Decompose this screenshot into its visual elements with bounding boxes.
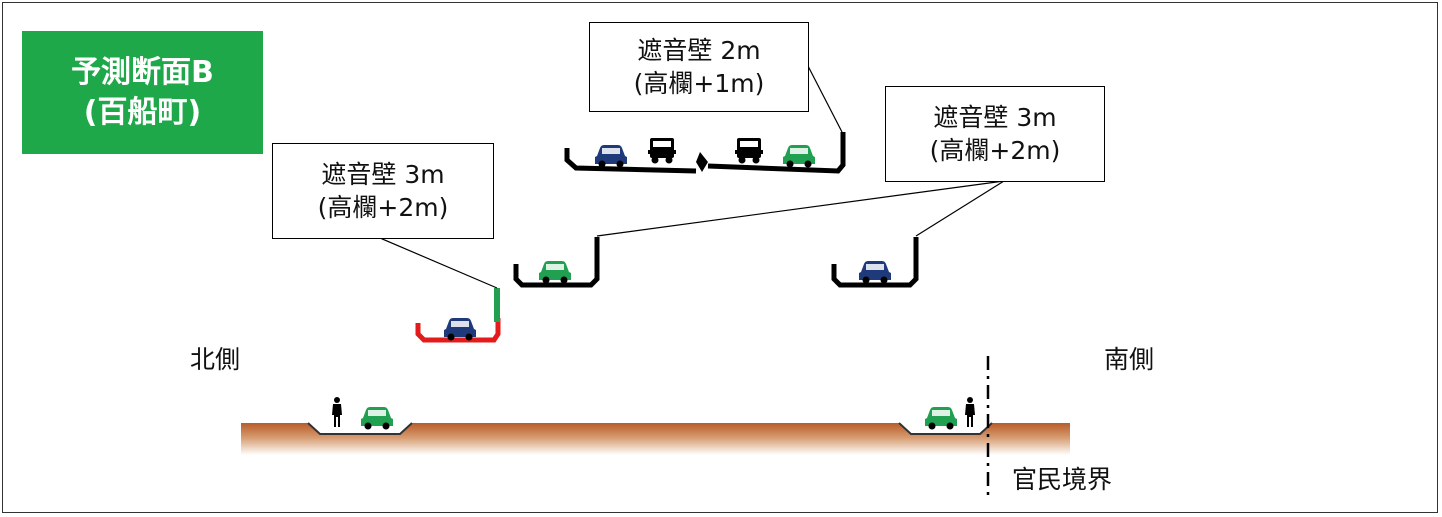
section-title: 予測断面B <box>71 54 214 90</box>
callout-middle-barrier-line2: (高欄+2m) <box>929 136 1061 165</box>
callout-lower-barrier-line2: (高欄+2m) <box>317 193 449 222</box>
upper-deck-right <box>707 132 846 174</box>
lower-deck <box>415 318 501 343</box>
car-green-upper-icon <box>783 145 815 168</box>
car-blue-lower-icon <box>444 318 476 341</box>
callout-upper-barrier: 遮音壁 2m (高欄+1m) <box>589 22 809 112</box>
boundary-label: 官民境界 <box>1012 465 1113 494</box>
section-location: (百船町) <box>83 94 202 130</box>
upper-deck-left <box>564 148 697 174</box>
callout-lower-barrier: 遮音壁 3m (高欄+2m) <box>272 143 494 239</box>
callout-middle-barrier: 遮音壁 3m (高欄+2m) <box>885 86 1105 182</box>
leader-line-2b <box>915 180 1005 237</box>
car-blue-upper-icon <box>595 145 627 168</box>
leader-line-3 <box>379 237 498 289</box>
leader-line-2a <box>596 180 1005 237</box>
truck-upper-right-icon <box>735 138 763 164</box>
middle-left-deck <box>513 237 600 288</box>
pedestrian-right-icon <box>965 397 975 427</box>
callout-upper-barrier-line1: 遮音壁 2m <box>637 36 761 65</box>
callout-lower-barrier-line1: 遮音壁 3m <box>321 160 445 189</box>
car-green-middle-icon <box>539 261 571 284</box>
north-label: 北側 <box>190 345 241 374</box>
middle-right-deck <box>831 237 919 288</box>
callout-middle-barrier-line1: 遮音壁 3m <box>933 103 1057 132</box>
callout-upper-barrier-line2: (高欄+1m) <box>633 69 765 98</box>
upper-deck-median <box>696 152 708 172</box>
south-label: 南側 <box>1104 345 1155 374</box>
truck-upper-left-icon <box>648 138 676 164</box>
pedestrian-left-icon <box>332 397 342 427</box>
leader-line-1 <box>807 65 843 133</box>
left-roadside <box>307 422 413 435</box>
car-blue-middle-icon <box>859 261 891 284</box>
section-title-box: 予測断面B (百船町) <box>22 31 263 154</box>
